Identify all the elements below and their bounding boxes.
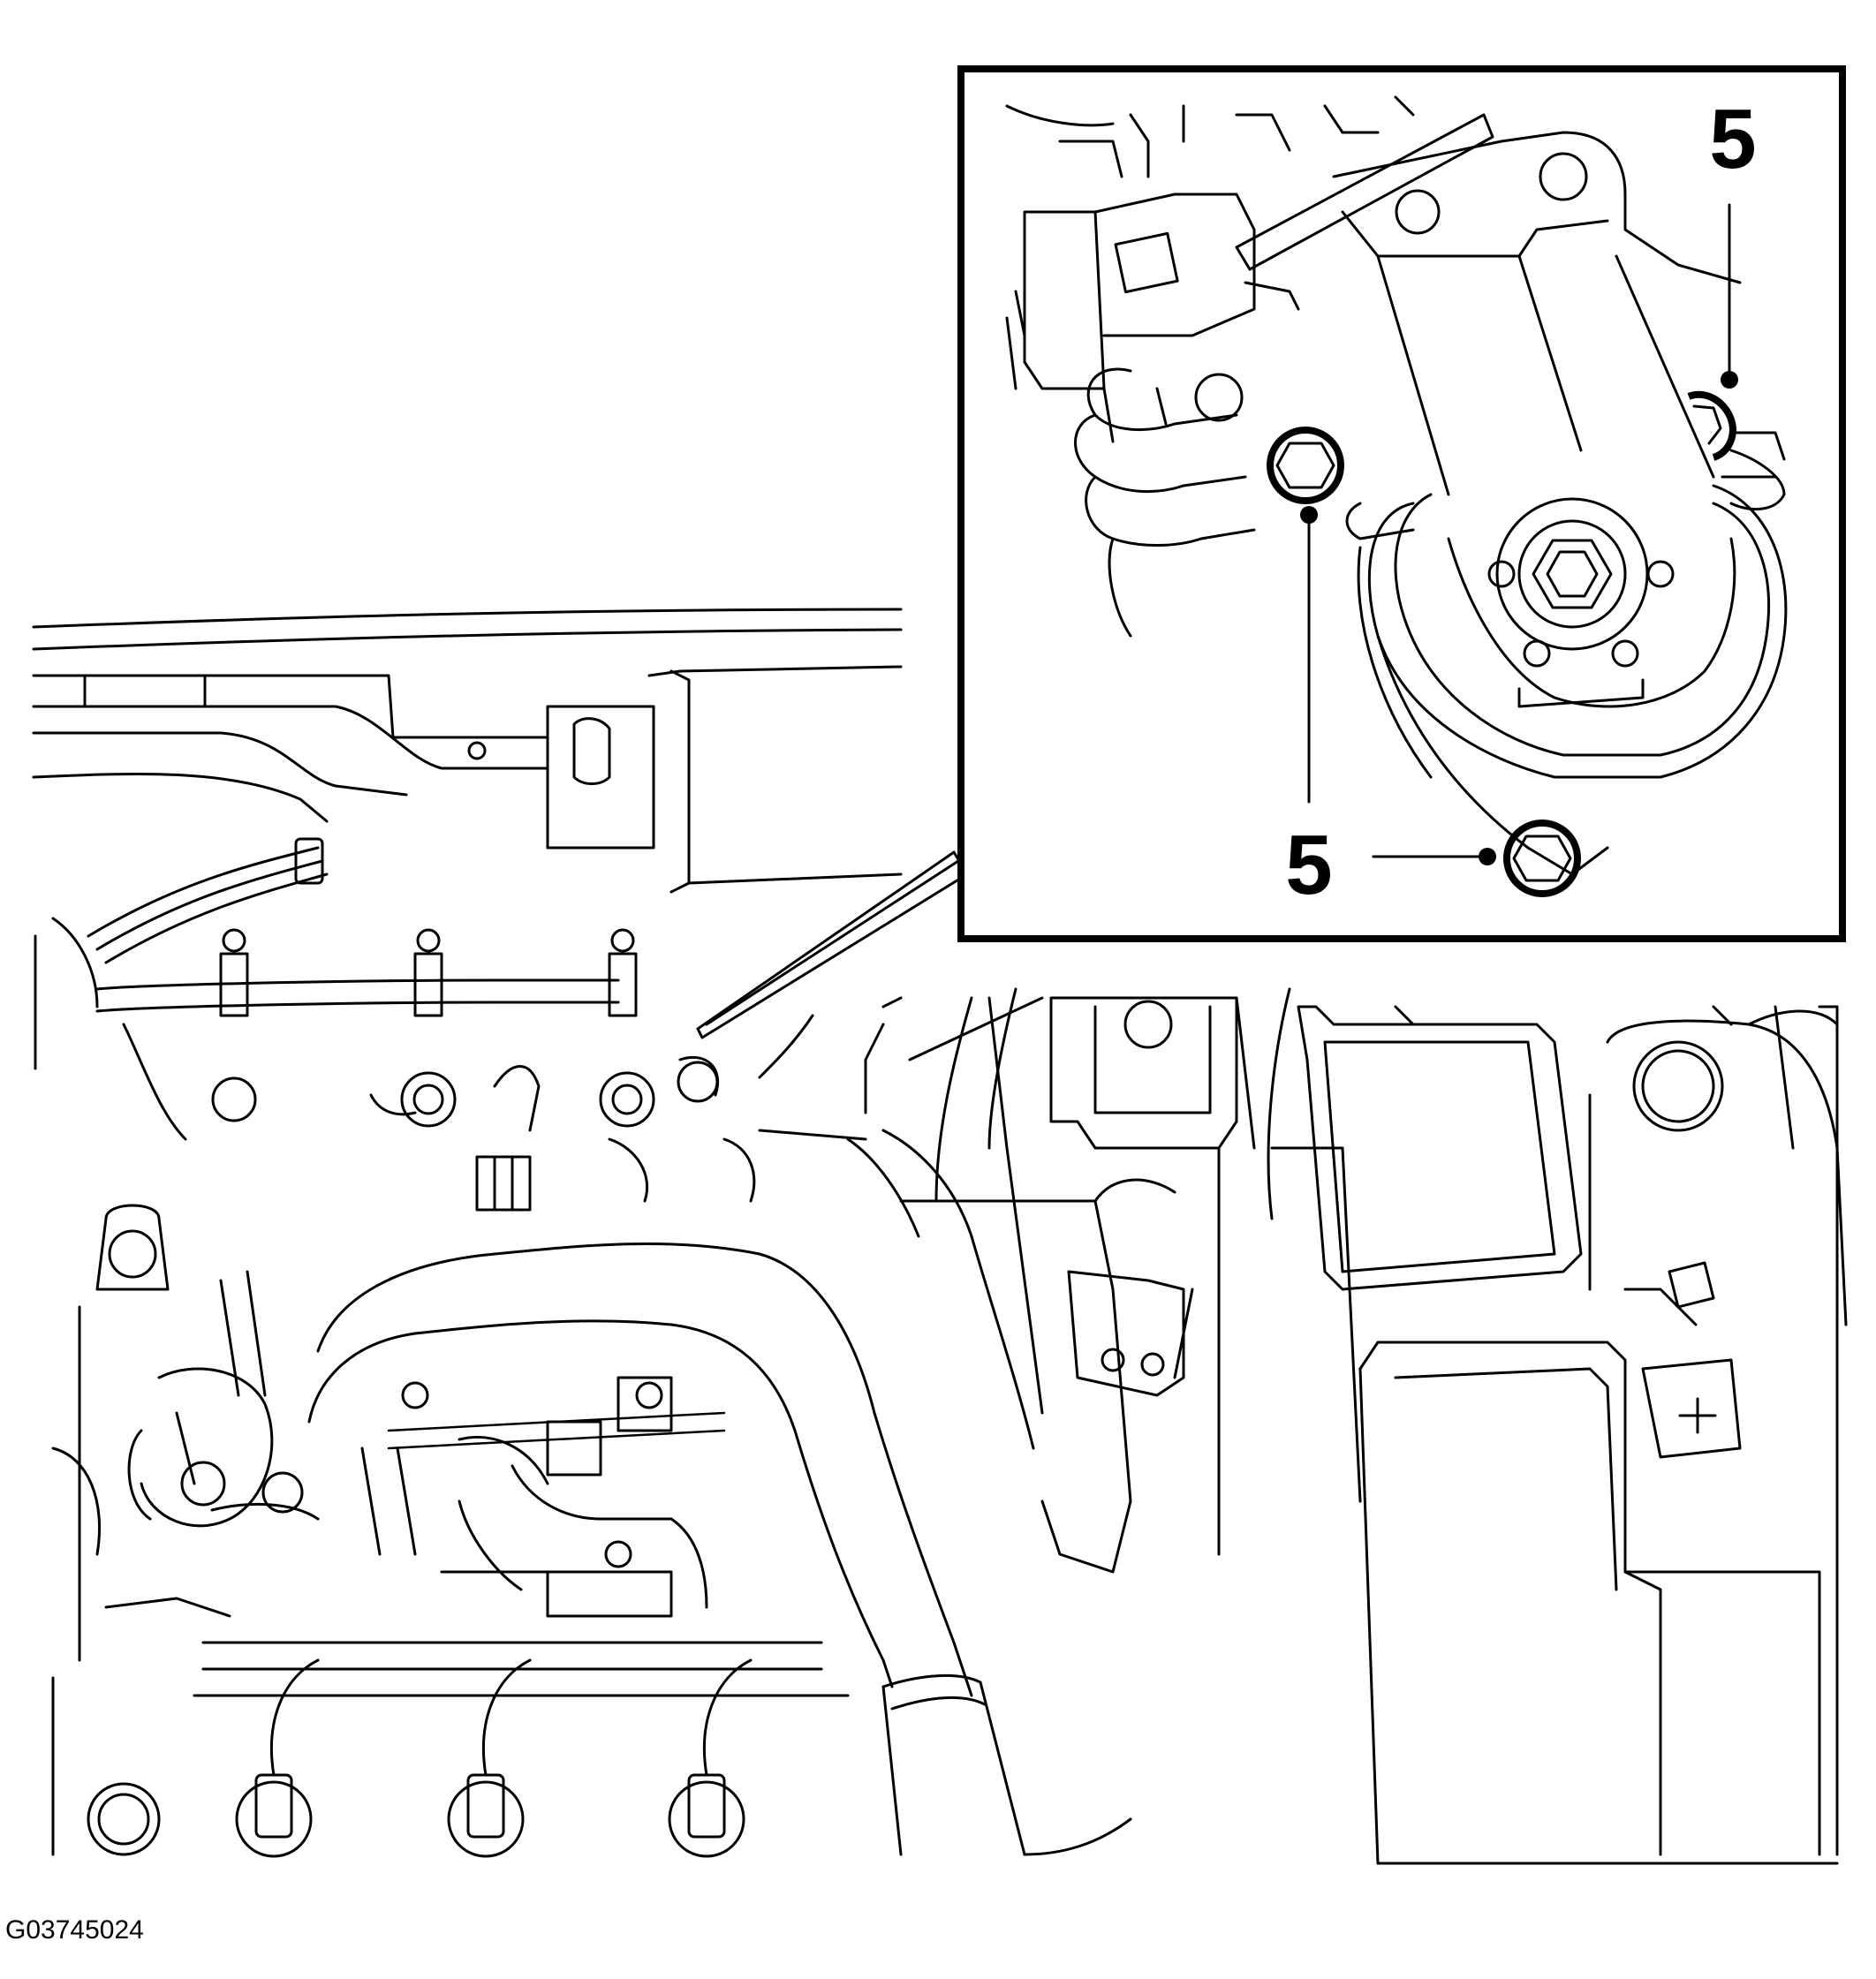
mount-bolt-bottom [1503, 820, 1581, 897]
fuse-box [1297, 1005, 1592, 1291]
mount-bolt-left [1267, 427, 1344, 504]
figure-id: G03745024 [5, 1915, 144, 1945]
battery [1358, 1341, 1839, 1865]
injector-row [193, 1381, 850, 1858]
engine-mount-detail [1005, 95, 1788, 876]
callout-label-lower: 5 [1285, 818, 1332, 912]
coolant-reservoir [1606, 1005, 1848, 1326]
fuel-rail [34, 837, 756, 1212]
right-edge [1712, 1005, 1839, 1856]
misc-lines [758, 987, 1044, 1203]
plus-sign-icon [1678, 1397, 1717, 1434]
inset-frame [957, 65, 1846, 942]
mount-bolt-right [1687, 390, 1736, 461]
cowl-panel [32, 608, 903, 894]
callout-leaders [1300, 203, 1738, 865]
throttle-body [51, 1204, 304, 1856]
intake-hose [307, 1129, 1185, 1856]
strut-tower [987, 987, 1362, 1556]
detail-inset: 5 5 [957, 65, 1846, 942]
callout-label-upper: 5 [1709, 92, 1756, 186]
wiring-harness [387, 1376, 726, 1609]
engine-bay-drawing [32, 608, 1848, 1865]
